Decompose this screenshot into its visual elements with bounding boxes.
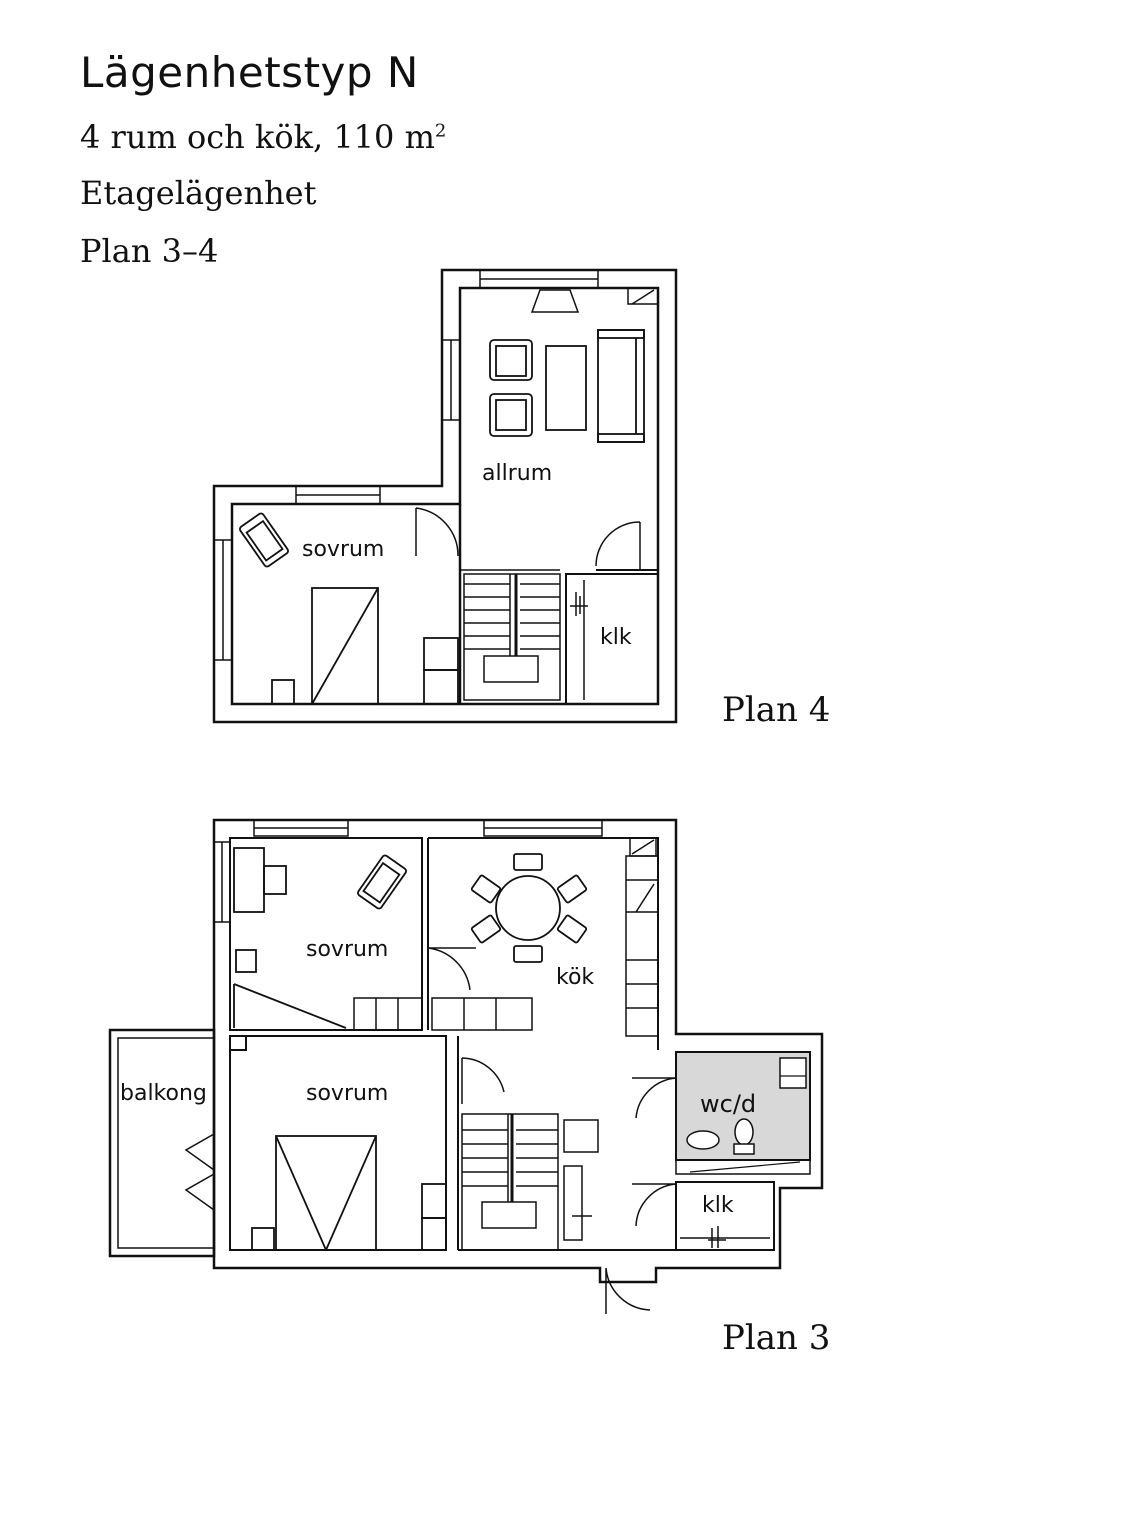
plan3-outer-wall xyxy=(212,818,824,1284)
plan3-balcony-door xyxy=(184,1133,215,1211)
rooms-info-sup: 2 xyxy=(434,120,447,142)
rooms-info: 4 rum och kök, 110 m2 xyxy=(80,118,446,156)
plan4-door-sovrum xyxy=(415,507,459,557)
plan4-sovrum-furniture xyxy=(239,512,459,705)
plan3-label-sovrum-bottom: sovrum xyxy=(306,1081,388,1106)
plan4-klk-hangers xyxy=(570,592,588,616)
plan3-cabinets xyxy=(353,997,533,1031)
plan3-title: Plan 3 xyxy=(722,1318,831,1358)
plan3-door-klk xyxy=(632,1183,677,1227)
plan3-stairs xyxy=(461,1113,559,1251)
plan4-windows xyxy=(213,269,599,661)
plan3-entrance-door xyxy=(605,1267,651,1314)
plan3-kitchen-counter xyxy=(625,837,659,1037)
plan-range: Plan 3–4 xyxy=(80,232,219,270)
plan-4-drawing xyxy=(212,268,678,724)
plan4-label-sovrum: sovrum xyxy=(302,537,384,562)
plan3-door-sovrum-bottom xyxy=(461,1057,505,1104)
plan3-label-wcd: wc/d xyxy=(700,1090,756,1118)
plan3-sovrum-top-furniture xyxy=(233,847,407,1029)
plan3-sovrum-top-room xyxy=(229,837,423,1031)
plan3-label-balkong: balkong xyxy=(120,1081,207,1106)
plan4-allrum-furniture xyxy=(489,329,645,443)
plan3-dining-table xyxy=(470,853,588,963)
plan-3-drawing xyxy=(108,818,824,1314)
rooms-info-text: 4 rum och kök, 110 m xyxy=(80,118,435,156)
plan3-sovrum-bottom-furniture xyxy=(251,1135,447,1251)
plan4-klk-room xyxy=(565,573,659,705)
plan3-klk-room xyxy=(675,1181,775,1251)
plan3-windows xyxy=(213,819,603,923)
page-title: Lägenhetstyp N xyxy=(80,48,419,97)
plan3-sovrum-bottom-room xyxy=(229,1035,447,1251)
plan3-door-sovrum-top xyxy=(427,947,476,991)
plan3-hall-wardrobe xyxy=(563,1119,599,1241)
plan4-label-allrum: allrum xyxy=(482,461,552,486)
plan4-title: Plan 4 xyxy=(722,690,831,730)
plan4-stairs xyxy=(463,573,561,701)
plan4-door-klk xyxy=(595,521,641,570)
apartment-type: Etagelägenhet xyxy=(80,174,317,212)
plan3-label-sovrum-top: sovrum xyxy=(306,937,388,962)
plan3-door-wcd xyxy=(632,1077,677,1119)
room-labels: allrum sovrum klk sovrum kök sovrum balk… xyxy=(120,461,756,1218)
plan4-outer-wall xyxy=(212,268,678,724)
plan3-kok-walls xyxy=(428,837,659,1050)
plan3-klk-hangers xyxy=(708,1226,726,1248)
plan4-label-klk: klk xyxy=(600,625,632,650)
plan3-label-kok: kök xyxy=(556,965,594,990)
plan4-fireplace xyxy=(530,289,580,313)
plan3-label-klk: klk xyxy=(702,1193,734,1218)
